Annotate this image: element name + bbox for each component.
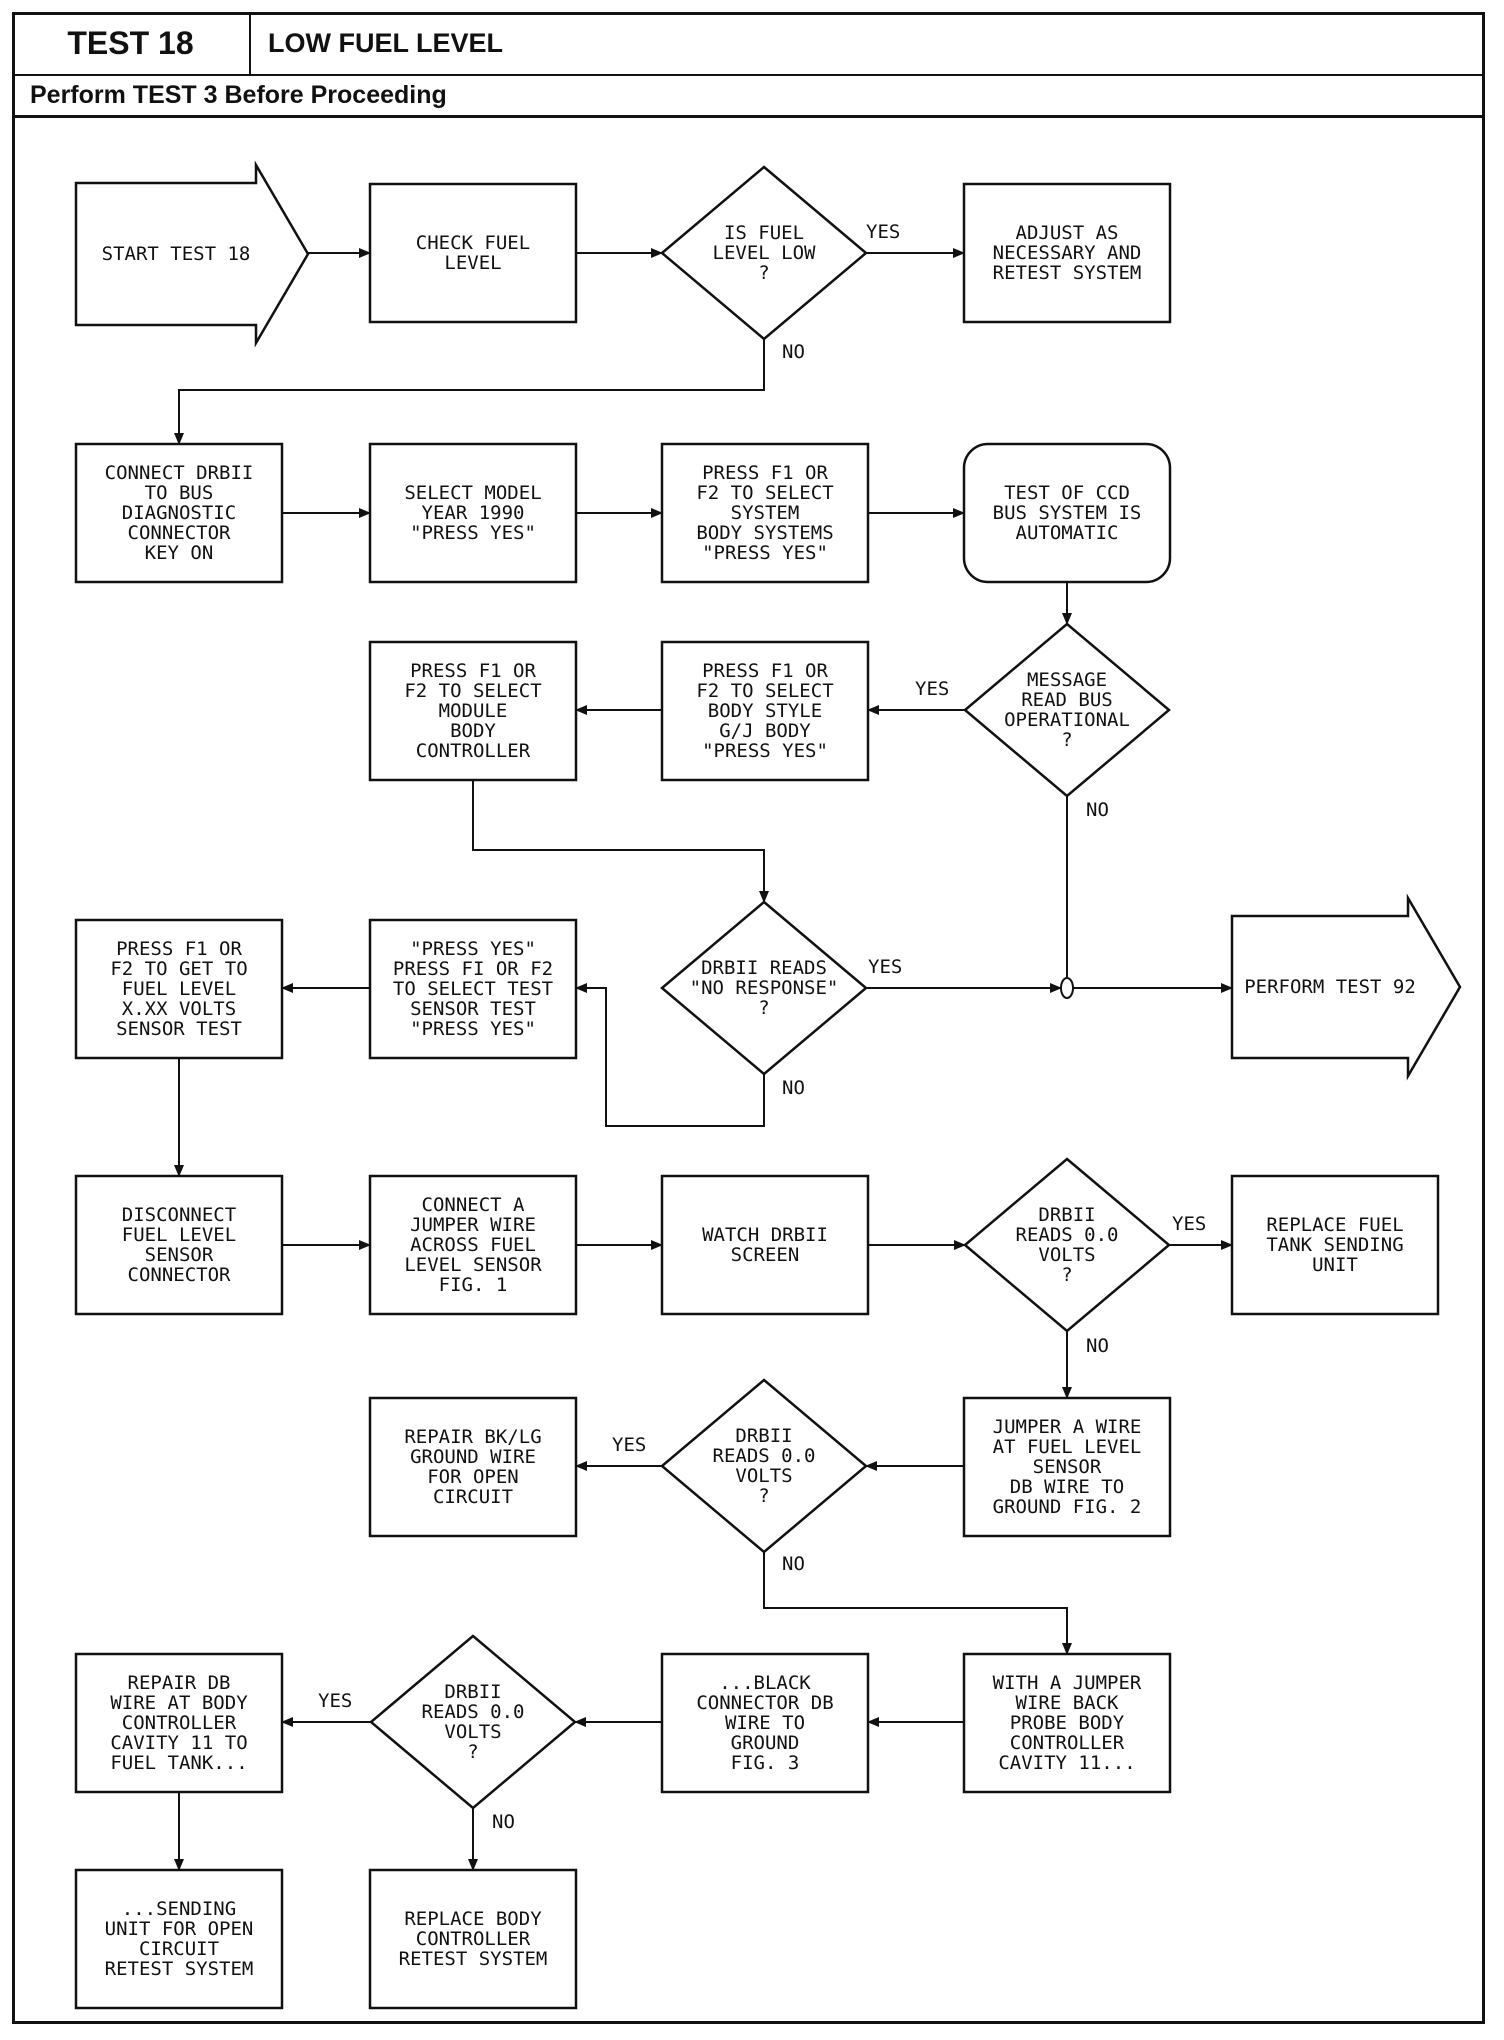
repair-db-box — [74, 1652, 284, 1794]
press-yes-sensor-box — [368, 918, 578, 1060]
select-model-box — [368, 442, 578, 584]
connect-jumper-box — [368, 1174, 578, 1316]
header-rule-bottom — [12, 115, 1485, 118]
yes-label: YES — [1172, 1213, 1206, 1235]
test-header: TEST 18 LOW FUEL LEVEL Perform TEST 3 Be… — [12, 12, 1485, 118]
flow-connector — [174, 339, 765, 445]
sending-unit-box — [74, 1868, 284, 2010]
replace-unit-box — [1230, 1174, 1440, 1316]
reads-00-decision-c — [369, 1634, 577, 1810]
watch-screen-box — [660, 1174, 870, 1316]
perform-test-92-arrow — [1230, 893, 1462, 1081]
repair-bklg-box — [368, 1396, 578, 1538]
ccd-test-box — [962, 442, 1172, 584]
no-label: NO — [782, 341, 805, 363]
no-label: NO — [1086, 1335, 1109, 1357]
disconnect-sensor-box — [74, 1174, 284, 1316]
adjust-box — [962, 182, 1172, 324]
flow-connector — [575, 983, 765, 1127]
yes-label: YES — [866, 221, 900, 243]
press-f1-fuel-box — [74, 918, 284, 1060]
check-fuel-box — [368, 182, 578, 324]
no-response-decision-label: DRBII READS"NO RESPONSE"? — [690, 957, 839, 1019]
press-f1-module-box — [368, 640, 578, 782]
reads-00-decision-b — [660, 1378, 868, 1554]
start-test-arrow-label: START TEST 18 — [102, 243, 251, 265]
yes-label: YES — [915, 678, 949, 700]
black-connector-box — [660, 1652, 870, 1794]
yes-label: YES — [612, 1434, 646, 1456]
no-label: NO — [782, 1553, 805, 1575]
yes-label: YES — [318, 1690, 352, 1712]
flow-connector — [472, 780, 769, 903]
perform-test-92-arrow-label: PERFORM TEST 92 — [1244, 976, 1416, 998]
header-divider — [249, 12, 251, 74]
no-label: NO — [492, 1811, 515, 1833]
junction-node — [1060, 977, 1074, 999]
prerequisite-note: Perform TEST 3 Before Proceeding — [30, 81, 447, 109]
page-frame — [12, 12, 1485, 2024]
connect-drbii-box — [74, 442, 284, 584]
message-bus-decision — [963, 622, 1171, 798]
test-title: LOW FUEL LEVEL — [268, 27, 503, 58]
replace-body-box — [368, 1868, 578, 2010]
press-f1-body-style-box — [660, 640, 870, 782]
reads-00-decision-a — [963, 1157, 1171, 1333]
test-number: TEST 18 — [67, 24, 194, 61]
yes-label: YES — [868, 956, 902, 978]
jumper-db-box — [962, 1396, 1172, 1538]
no-response-decision — [660, 900, 868, 1076]
header-rule — [12, 74, 1485, 76]
with-jumper-box — [962, 1652, 1172, 1794]
is-fuel-low-decision — [660, 165, 868, 341]
flow-connector — [763, 1552, 1072, 1655]
press-f1-system-box — [660, 442, 870, 584]
no-label: NO — [782, 1077, 805, 1099]
start-test-arrow — [74, 160, 310, 348]
no-label: NO — [1086, 799, 1109, 821]
